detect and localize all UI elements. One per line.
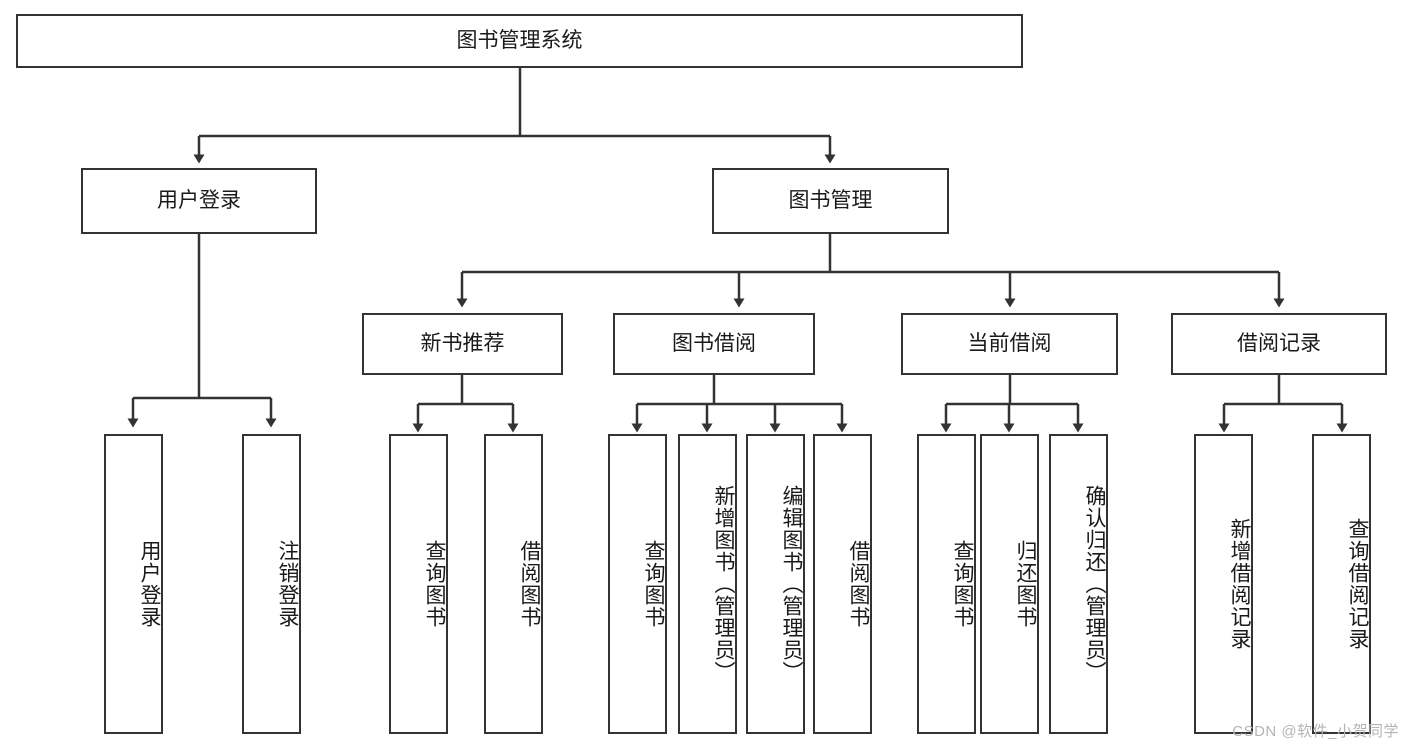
node-root-book-management-system[interactable]: 图书管理系统 bbox=[16, 14, 1023, 68]
node-label: 图书借阅 bbox=[672, 332, 756, 356]
node-label: 查询借阅记录 bbox=[1346, 518, 1369, 650]
node-label: 借阅图书 bbox=[518, 540, 541, 628]
node-label: 借阅图书 bbox=[847, 540, 870, 628]
node-label: 查询图书 bbox=[423, 540, 446, 628]
leaf-add-borrow-record[interactable]: 新增借阅记录 bbox=[1194, 434, 1253, 734]
leaf-query-book-borrow[interactable]: 查询图书 bbox=[608, 434, 667, 734]
node-borrow-records[interactable]: 借阅记录 bbox=[1171, 313, 1387, 375]
node-label: 新增图书（管理员） bbox=[712, 485, 735, 683]
leaf-logout[interactable]: 注销登录 bbox=[242, 434, 301, 734]
leaf-user-login[interactable]: 用户登录 bbox=[104, 434, 163, 734]
node-label: 用户登录 bbox=[157, 189, 241, 213]
node-label: 归还图书 bbox=[1014, 540, 1037, 628]
node-label: 新书推荐 bbox=[420, 332, 505, 356]
node-label: 注销登录 bbox=[276, 540, 299, 628]
node-label: 新增借阅记录 bbox=[1228, 518, 1251, 650]
leaf-borrow-book[interactable]: 借阅图书 bbox=[813, 434, 872, 734]
node-user-login[interactable]: 用户登录 bbox=[81, 168, 317, 234]
node-label: 编辑图书（管理员） bbox=[780, 485, 803, 683]
node-label: 当前借阅 bbox=[967, 332, 1052, 356]
leaf-add-book-admin[interactable]: 新增图书（管理员） bbox=[678, 434, 737, 734]
node-label: 确认归还（管理员） bbox=[1083, 485, 1106, 683]
node-label: 图书管理系统 bbox=[456, 29, 583, 53]
node-label: 借阅记录 bbox=[1237, 332, 1321, 356]
node-label: 图书管理 bbox=[788, 189, 873, 213]
node-book-borrow[interactable]: 图书借阅 bbox=[613, 313, 815, 375]
leaf-borrow-book-recommend[interactable]: 借阅图书 bbox=[484, 434, 543, 734]
node-book-management[interactable]: 图书管理 bbox=[712, 168, 949, 234]
leaf-query-borrow-record[interactable]: 查询借阅记录 bbox=[1312, 434, 1371, 734]
leaf-edit-book-admin[interactable]: 编辑图书（管理员） bbox=[746, 434, 805, 734]
node-label: 查询图书 bbox=[642, 540, 665, 628]
leaf-confirm-return-admin[interactable]: 确认归还（管理员） bbox=[1049, 434, 1108, 734]
watermark: CSDN @软件_小贺同学 bbox=[1232, 723, 1399, 740]
node-new-book-recommend[interactable]: 新书推荐 bbox=[362, 313, 563, 375]
node-current-borrow[interactable]: 当前借阅 bbox=[901, 313, 1118, 375]
node-label: 查询图书 bbox=[951, 540, 974, 628]
leaf-query-book-recommend[interactable]: 查询图书 bbox=[389, 434, 448, 734]
node-label: 用户登录 bbox=[138, 540, 161, 628]
leaf-return-book[interactable]: 归还图书 bbox=[980, 434, 1039, 734]
leaf-query-book-current[interactable]: 查询图书 bbox=[917, 434, 976, 734]
